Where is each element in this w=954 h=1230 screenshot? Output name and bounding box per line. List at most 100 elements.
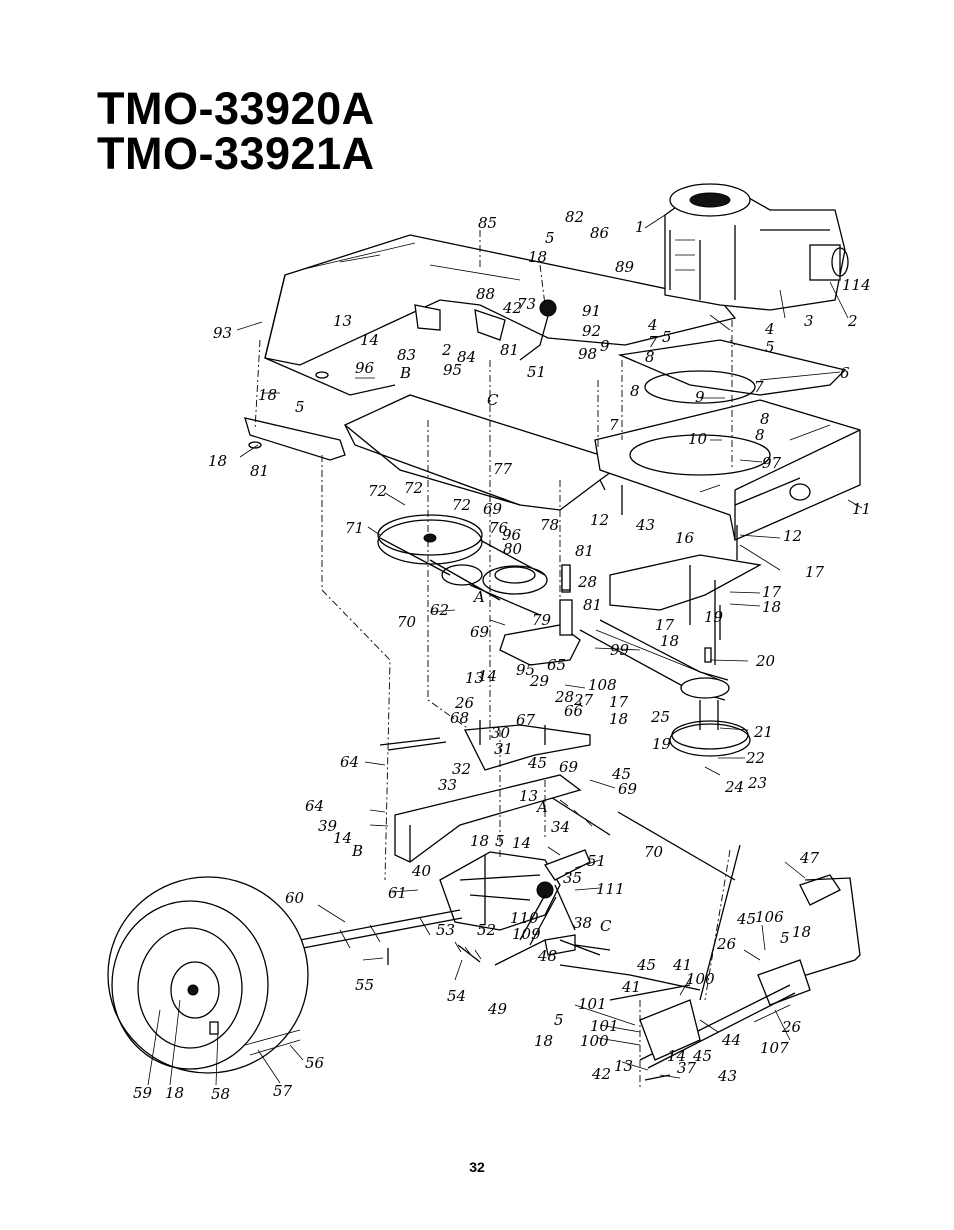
callout-33: 33	[438, 776, 457, 794]
callout-76: 72	[368, 482, 387, 500]
callout-106a: 99	[610, 641, 630, 659]
callout-61: 61	[388, 884, 407, 902]
callout-8a: 8	[645, 348, 655, 366]
callout-26b: 26	[716, 935, 737, 953]
callout-26a: 26	[454, 694, 475, 712]
callout-7c: 7	[609, 416, 619, 434]
callout-104: 97	[762, 454, 782, 472]
callout-68: 67	[516, 711, 536, 729]
callout-98: 96	[502, 526, 522, 544]
callout-8d: 8	[630, 382, 640, 400]
callout-59: 59	[133, 1084, 153, 1102]
callout-34: 34	[551, 818, 570, 836]
callout-79: 76	[489, 519, 509, 537]
callout-6: 6	[840, 364, 850, 382]
callout-18f: 18	[609, 710, 628, 728]
callout-45c: 45	[736, 910, 756, 928]
callout-5b: 5	[662, 328, 672, 346]
callout-54: 54	[447, 987, 466, 1005]
callout-84: 81	[583, 596, 602, 614]
callout-13d: 13	[614, 1057, 633, 1075]
body-panel-drawing	[264, 234, 861, 541]
callout-43b: 43	[635, 516, 655, 534]
callout-16: 17	[805, 563, 825, 581]
callout-89: 84	[457, 348, 476, 366]
callout-12a: 12	[590, 511, 609, 529]
callout-4b: 4	[647, 316, 658, 334]
callout-60: 60	[285, 889, 305, 907]
callout-114: 114	[842, 276, 871, 294]
callout-67: 66	[564, 702, 584, 720]
callout-45a: 45	[527, 754, 547, 772]
pulleys-drawing	[377, 514, 762, 757]
callout-35: 35	[563, 869, 582, 887]
callout-64: 64	[305, 797, 324, 815]
callout-13c: 13	[519, 787, 538, 805]
wheel-tire-drawing	[107, 876, 309, 1074]
callout-44: 44	[721, 1031, 741, 1049]
callout-50: 49	[487, 1000, 508, 1018]
callout-23: 23	[747, 774, 767, 792]
callout-3: 3	[804, 312, 814, 330]
callout-19a: 19	[704, 608, 724, 626]
callout-102a: 93	[213, 324, 232, 342]
callout-112: 110	[510, 909, 539, 927]
callout-111: 109	[512, 925, 541, 943]
callout-27: 27	[573, 691, 594, 709]
callout-47: 45	[636, 956, 656, 974]
callout-100: 100	[580, 1032, 609, 1050]
callout-88: 83	[397, 346, 416, 364]
callout-72b: 69	[470, 623, 490, 641]
callout-101: 101	[590, 1017, 619, 1035]
callout-71: 70	[644, 843, 664, 861]
callout-5d: 5	[295, 398, 305, 416]
callout-7b: 7	[754, 378, 764, 396]
callout-18g: 18	[470, 832, 489, 850]
callout-5e: 5	[495, 832, 505, 850]
callout-14d: 14	[512, 834, 531, 852]
callout-39b: 40	[411, 862, 432, 880]
callout-108: 106	[755, 908, 784, 926]
callout-13a: 13	[333, 312, 352, 330]
callout-39a: 39	[318, 817, 338, 835]
callout-102c: 96	[355, 359, 375, 377]
callout-81a: 78	[540, 516, 559, 534]
callout-55: 55	[355, 976, 374, 994]
callout-9a: 9	[695, 388, 705, 406]
callout-87: 82	[565, 208, 584, 226]
model-number-title-2: TMO-33921A	[97, 128, 375, 179]
callout-95: 89	[615, 258, 635, 276]
callout-73: 73	[517, 295, 536, 313]
callout-86: 81	[250, 462, 269, 480]
callout-17d: 18	[165, 1084, 184, 1102]
callout-99: 95	[516, 661, 535, 679]
callout-A1: A	[472, 588, 485, 606]
callout-45d: 45	[692, 1047, 712, 1065]
callout-17a: 17	[762, 583, 782, 601]
model-number-title-1: TMO-33920A	[97, 83, 375, 134]
callout-14b: 14	[478, 667, 497, 685]
frame-bracket-drawing	[394, 774, 582, 863]
callout-18a: 18	[528, 248, 547, 266]
callout-81b: 79	[532, 611, 552, 629]
callout-51a: 51	[527, 363, 546, 381]
callout-8b: 8	[760, 410, 770, 428]
callout-14e: 14	[667, 1047, 686, 1065]
callout-2: 2	[847, 312, 858, 330]
callout-51b: 51	[587, 852, 606, 870]
callout-74: 70	[397, 613, 417, 631]
callout-5g: 5	[554, 1011, 564, 1029]
callout-52: 52	[477, 921, 496, 939]
callout-37: 37	[677, 1059, 697, 1077]
callout-80: 77	[493, 460, 513, 478]
callout-69a: 69	[559, 758, 579, 776]
callout-11: 11	[852, 500, 871, 518]
callout-45b: 45	[611, 765, 631, 783]
callout-19b: 19	[652, 735, 672, 753]
engine-drawing	[664, 183, 849, 311]
callout-57: 57	[273, 1082, 293, 1100]
callout-38: 38	[573, 914, 592, 932]
callout-102b: 95	[443, 361, 462, 379]
callout-62: 62	[430, 601, 449, 619]
